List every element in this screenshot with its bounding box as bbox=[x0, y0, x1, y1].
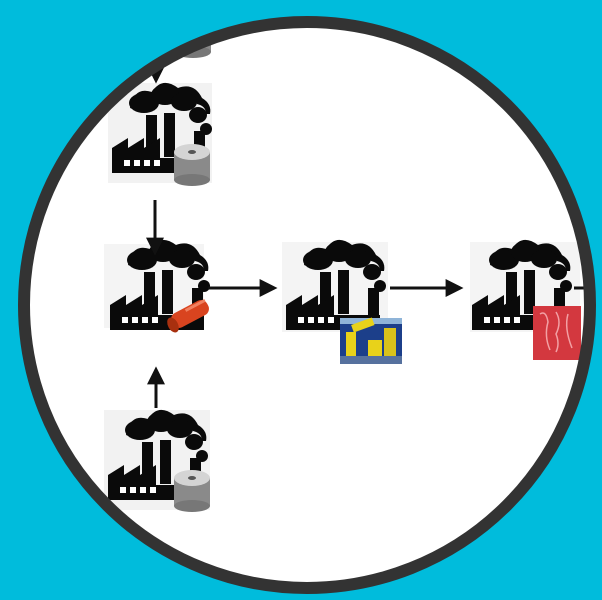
red-product-icon bbox=[533, 306, 581, 360]
central-factory-node bbox=[104, 240, 211, 335]
roll-icon bbox=[174, 144, 210, 186]
upper-factory-node bbox=[108, 83, 212, 186]
yellow-robot-machinery-icon bbox=[340, 317, 402, 364]
lower-factory-node bbox=[104, 410, 210, 512]
roll-icon bbox=[174, 470, 210, 512]
